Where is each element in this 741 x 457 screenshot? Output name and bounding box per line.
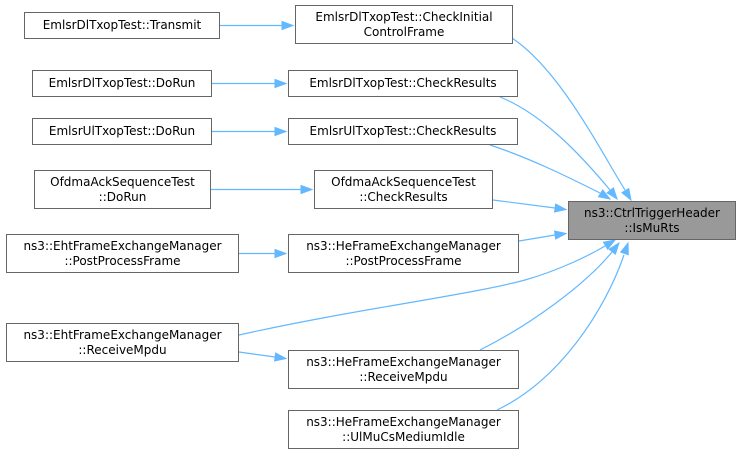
node-label-line-1: EmlsrDlTxopTest::CheckInitial [315,9,493,24]
edge-transmit-to-checkinitial-arrowhead [281,20,295,31]
node-label-line-1: ns3::HeFrameExchangeManager [306,238,501,253]
node-label-line-2: ::CheckResults [359,189,448,204]
node-ehtframeexchangemanager-postprocessframe[interactable]: ns3::EhtFrameExchangeManager ::PostProce… [6,234,239,273]
node-emlsrdltxoptest-checkinitialcontrolframe[interactable]: EmlsrDlTxopTest::CheckInitial ControlFra… [295,5,513,44]
node-ofdmaacksequencetest-dorun[interactable]: OfdmaAckSequenceTest ::DoRun [34,170,211,209]
edge-ehtrx-to-herx [238,351,276,358]
node-label: EmlsrUlTxopTest::CheckResults [309,124,497,138]
edge-ulcheckresults-to-ismurts-arrowhead [597,189,612,200]
edge-checkinitial-to-ismurts [511,37,626,191]
edge-ofdmacheck-to-ismurts-arrowhead [553,203,568,213]
node-label-line-2: ::ReceiveMpdu [78,342,167,357]
edge-heulmu-to-ismurts-arrowhead [619,241,629,256]
edges [211,20,632,411]
node-label-line-1: ns3::CtrlTriggerHeader [583,205,720,220]
edge-dlcheckresults-to-ismurts-arrowhead [606,187,618,201]
node-label-line-2: ::DoRun [98,189,147,204]
node-label-line-1: OfdmaAckSequenceTest [331,174,476,189]
node-label-line-2: ::IsMuRts [624,220,680,235]
edge-herx-to-ismurts [479,251,613,351]
node-emlsrdltxoptest-transmit[interactable]: EmlsrDlTxopTest::Transmit [24,12,220,39]
node-label: EmlsrUlTxopTest::DoRun [48,124,196,138]
edge-dldorun-to-dlcheckresults-arrowhead [274,78,288,89]
node-emlsrdltxoptest-dorun[interactable]: EmlsrDlTxopTest::DoRun [32,70,212,97]
node-heframeexchangemanager-receivempdu[interactable]: ns3::HeFrameExchangeManager ::ReceiveMpd… [288,350,519,389]
node-label-line-2: ControlFrame [363,24,445,39]
edge-heulmu-to-ismurts [496,254,625,411]
node-emlsrultxoptest-checkresults[interactable]: EmlsrUlTxopTest::CheckResults [288,118,518,145]
node-heframeexchangemanager-postprocessframe[interactable]: ns3::HeFrameExchangeManager ::PostProces… [288,234,519,273]
edge-ehtrx-to-ismurts [238,245,606,336]
node-label-line-1: OfdmaAckSequenceTest [50,174,195,189]
edge-uldorun-to-ulcheckresults-arrowhead [274,126,288,137]
node-label: EmlsrDlTxopTest::Transmit [42,18,202,32]
node-label-line-2: ::ReceiveMpdu [359,369,448,384]
node-ehtframeexchangemanager-receivempdu[interactable]: ns3::EhtFrameExchangeManager ::ReceiveMp… [6,323,239,362]
edge-ulcheckresults-to-ismurts [489,144,601,194]
edge-ehtrx-to-ismurts-arrowhead [602,239,617,250]
edge-heppf-to-ismurts-arrowhead [553,230,568,240]
edge-dlcheckresults-to-ismurts [499,96,611,191]
node-label-line-1: ns3::EhtFrameExchangeManager [23,327,222,342]
node-label: EmlsrDlTxopTest::CheckResults [309,76,497,90]
edge-heppf-to-ismurts [518,234,556,242]
edge-ofdmacheck-to-ismurts [492,199,556,209]
node-label: EmlsrDlTxopTest::DoRun [48,76,196,90]
node-emlsrultxoptest-dorun[interactable]: EmlsrUlTxopTest::DoRun [32,118,212,145]
node-label-line-2: ::PostProcessFrame [345,253,462,268]
node-emlsrdltxoptest-checkresults[interactable]: EmlsrDlTxopTest::CheckResults [288,70,518,97]
node-label-line-2: ::PostProcessFrame [64,253,181,268]
node-heframeexchangemanager-ulmucsmediumidle[interactable]: ns3::HeFrameExchangeManager ::UlMuCsMedi… [288,410,519,449]
edge-ofdmadorun-to-ofdmacheck-arrowhead [300,184,314,195]
node-label-line-2: ::UlMuCsMediumIdle [342,429,465,444]
edge-checkinitial-to-ismurts-arrowhead [621,187,632,202]
node-label-line-1: ns3::HeFrameExchangeManager [306,354,501,369]
edge-ehtrx-to-herx-arrowhead [273,352,288,362]
node-label-line-1: ns3::EhtFrameExchangeManager [23,238,222,253]
edge-herx-to-ismurts-arrowhead [608,241,620,255]
node-ctrltriggerheader-ismurts[interactable]: ns3::CtrlTriggerHeader ::IsMuRts [568,201,736,240]
node-label-line-1: ns3::HeFrameExchangeManager [306,414,501,429]
node-ofdmaacksequencetest-checkresults[interactable]: OfdmaAckSequenceTest ::CheckResults [314,170,493,209]
edge-ehtppf-to-heppf-arrowhead [274,248,288,259]
